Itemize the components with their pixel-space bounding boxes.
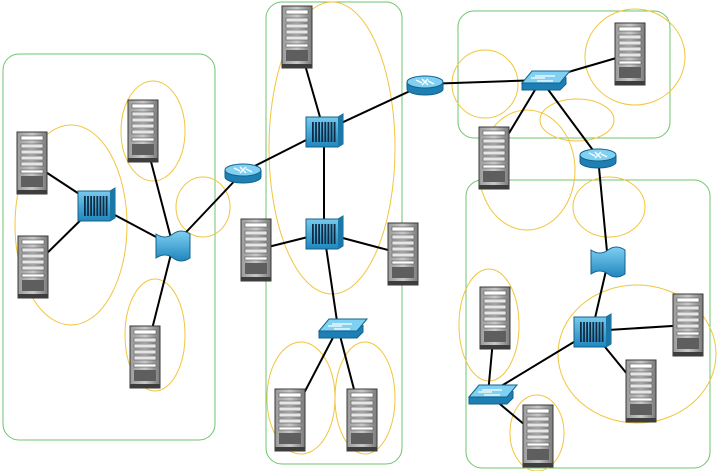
server-icon bbox=[479, 286, 511, 350]
domain-bottom-right-frame bbox=[465, 179, 711, 469]
server-icon bbox=[614, 22, 646, 86]
cluster-ellipse bbox=[584, 8, 686, 106]
cluster-ellipse bbox=[451, 49, 519, 119]
bridge-icon bbox=[155, 230, 191, 262]
server-icon bbox=[522, 404, 554, 468]
cluster-ellipse bbox=[539, 98, 615, 142]
bridge-icon bbox=[590, 246, 626, 278]
server-icon bbox=[281, 5, 313, 69]
cluster-ellipse bbox=[14, 124, 128, 326]
switch-icon bbox=[467, 384, 519, 405]
network-link bbox=[424, 79, 542, 85]
cluster-ellipse bbox=[120, 80, 186, 182]
server-icon bbox=[672, 293, 704, 357]
router-icon bbox=[579, 148, 617, 169]
router-icon bbox=[224, 163, 262, 184]
server-icon bbox=[387, 222, 419, 286]
server-icon bbox=[346, 388, 378, 452]
cluster-ellipse bbox=[175, 176, 231, 238]
server-icon bbox=[240, 218, 272, 282]
cluster-ellipse bbox=[509, 394, 565, 471]
hub-icon bbox=[305, 215, 344, 250]
cluster-ellipse bbox=[124, 278, 186, 392]
server-icon bbox=[274, 388, 306, 452]
server-icon bbox=[16, 131, 48, 195]
server-icon bbox=[625, 359, 657, 423]
cluster-ellipse bbox=[557, 284, 717, 424]
server-icon bbox=[17, 235, 49, 299]
domain-left-frame bbox=[2, 53, 216, 441]
network-link bbox=[597, 156, 609, 263]
server-icon bbox=[127, 99, 159, 163]
hub-icon bbox=[305, 113, 344, 148]
server-icon bbox=[129, 325, 161, 389]
cluster-ellipse bbox=[572, 176, 646, 238]
domain-top-right-frame bbox=[457, 10, 671, 139]
switch-icon bbox=[317, 318, 369, 339]
hub-icon bbox=[573, 313, 612, 348]
router-icon bbox=[406, 75, 444, 96]
server-icon bbox=[478, 126, 510, 190]
hub-icon bbox=[77, 187, 116, 222]
switch-icon bbox=[520, 70, 572, 91]
network-link bbox=[540, 79, 599, 158]
cluster-ellipse bbox=[334, 341, 396, 455]
